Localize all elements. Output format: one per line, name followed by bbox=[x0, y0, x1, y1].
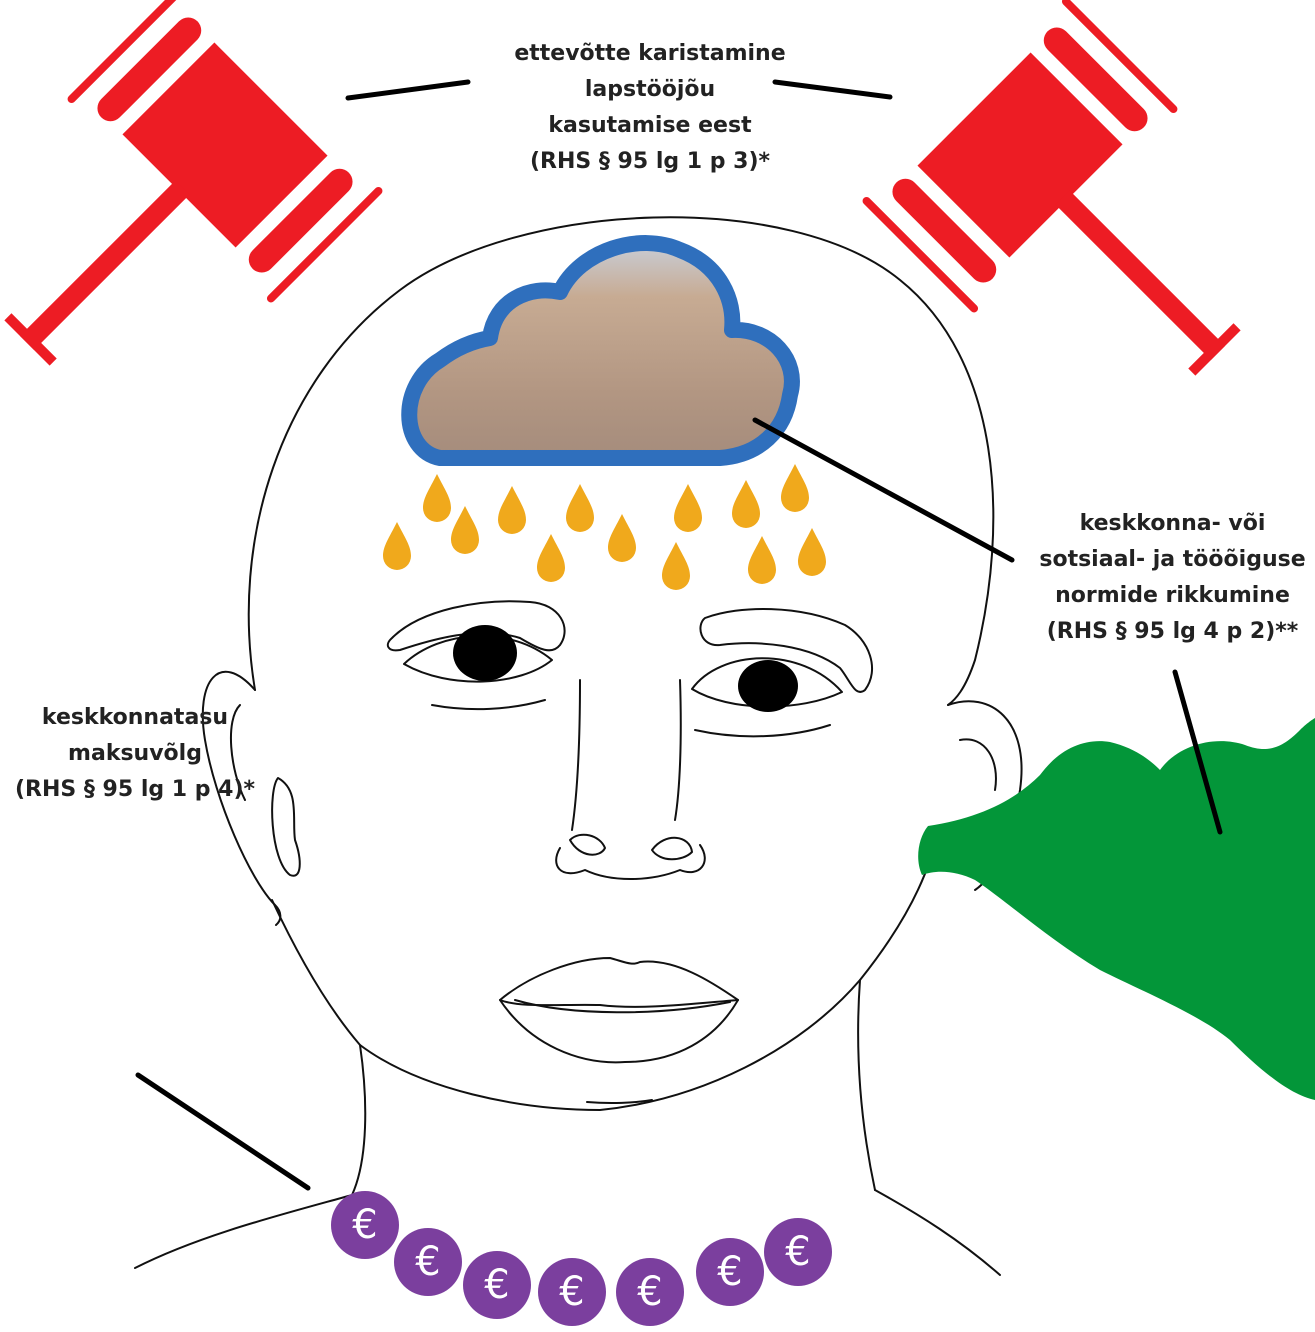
right-gavel-icon bbox=[861, 0, 1315, 456]
left-eye-lower-line bbox=[432, 700, 545, 709]
label-child-labour-penalty: ettevõtte karistamine lapstööjõu kasutam… bbox=[440, 36, 860, 180]
rain-drop-icon bbox=[674, 484, 702, 532]
mouth-upper-lip bbox=[500, 958, 738, 1007]
euro-coin-icon: € bbox=[331, 1191, 399, 1259]
rain-drop-icon bbox=[748, 536, 776, 584]
label-top-line-3: kasutamise eest bbox=[440, 108, 860, 144]
euro-coin-icon: € bbox=[463, 1251, 531, 1319]
nose-bridge-left bbox=[572, 680, 580, 830]
rain-drops bbox=[383, 464, 826, 590]
euro-coin-icon: € bbox=[394, 1228, 462, 1296]
label-bottom-line-1: keskkonnatasu bbox=[0, 700, 270, 736]
nose-left-nostril bbox=[570, 835, 605, 855]
rain-drop-icon bbox=[498, 486, 526, 534]
rain-drop-icon bbox=[423, 474, 451, 522]
rain-drop-icon bbox=[732, 480, 760, 528]
svg-text:€: € bbox=[637, 1269, 662, 1315]
svg-text:€: € bbox=[415, 1239, 440, 1285]
neck-left bbox=[352, 1045, 365, 1195]
left-ear-fold bbox=[272, 778, 300, 876]
rain-drop-icon bbox=[451, 506, 479, 554]
rain-drop-icon bbox=[608, 514, 636, 562]
nose-right-nostril bbox=[652, 838, 692, 859]
storm-cloud-icon bbox=[409, 243, 792, 458]
rain-drop-icon bbox=[383, 522, 411, 570]
label-top-line-4: (RHS § 95 lg 1 p 3)* bbox=[440, 144, 860, 180]
rain-drop-icon bbox=[566, 484, 594, 532]
label-top-line-2: lapstööjõu bbox=[440, 72, 860, 108]
rain-drop-icon bbox=[537, 534, 565, 582]
label-right-line-3: normide rikkumine bbox=[1030, 578, 1315, 614]
svg-text:€: € bbox=[717, 1249, 742, 1295]
rain-drop-icon bbox=[662, 542, 690, 590]
euro-coin-icon: € bbox=[616, 1258, 684, 1326]
label-right-line-4: (RHS § 95 lg 4 p 2)** bbox=[1030, 614, 1315, 650]
rain-drop-icon bbox=[781, 464, 809, 512]
mouth-lower-lip bbox=[500, 1000, 738, 1062]
euro-coin-icon: € bbox=[538, 1258, 606, 1326]
right-pupil bbox=[738, 660, 798, 712]
right-ear-inner bbox=[960, 739, 996, 790]
euro-coin-icon: € bbox=[764, 1218, 832, 1286]
svg-text:€: € bbox=[484, 1262, 509, 1308]
label-right-line-1: keskkonna- või bbox=[1030, 506, 1315, 542]
svg-text:€: € bbox=[785, 1229, 810, 1275]
coin-necklace: € € € € € € € bbox=[331, 1191, 832, 1326]
connector-coins bbox=[138, 1075, 308, 1188]
left-pupil bbox=[453, 625, 517, 681]
label-right-line-2: sotsiaal- ja tööõiguse bbox=[1030, 542, 1315, 578]
smoke-cloud-icon bbox=[918, 718, 1315, 1100]
rain-drop-icon bbox=[798, 528, 826, 576]
label-norms-violation: keskkonna- või sotsiaal- ja tööõiguse no… bbox=[1030, 506, 1315, 650]
left-gavel-icon bbox=[0, 0, 384, 446]
shoulder-right bbox=[875, 1190, 1000, 1275]
nose-bridge-right bbox=[675, 680, 681, 820]
shoulder-left bbox=[135, 1195, 352, 1268]
face-contour bbox=[272, 860, 930, 1110]
euro-coin-icon: € bbox=[696, 1238, 764, 1306]
label-environmental-fee-debt: keskkonnatasu maksuvõlg (RHS § 95 lg 1 p… bbox=[0, 700, 270, 808]
label-top-line-1: ettevõtte karistamine bbox=[440, 36, 860, 72]
svg-text:€: € bbox=[559, 1269, 584, 1315]
label-bottom-line-2: maksuvõlg bbox=[0, 736, 270, 772]
neck-right bbox=[858, 980, 875, 1190]
label-bottom-line-3: (RHS § 95 lg 1 p 4)* bbox=[0, 772, 270, 808]
right-eye-lower-line bbox=[695, 725, 830, 736]
svg-text:€: € bbox=[352, 1202, 377, 1248]
